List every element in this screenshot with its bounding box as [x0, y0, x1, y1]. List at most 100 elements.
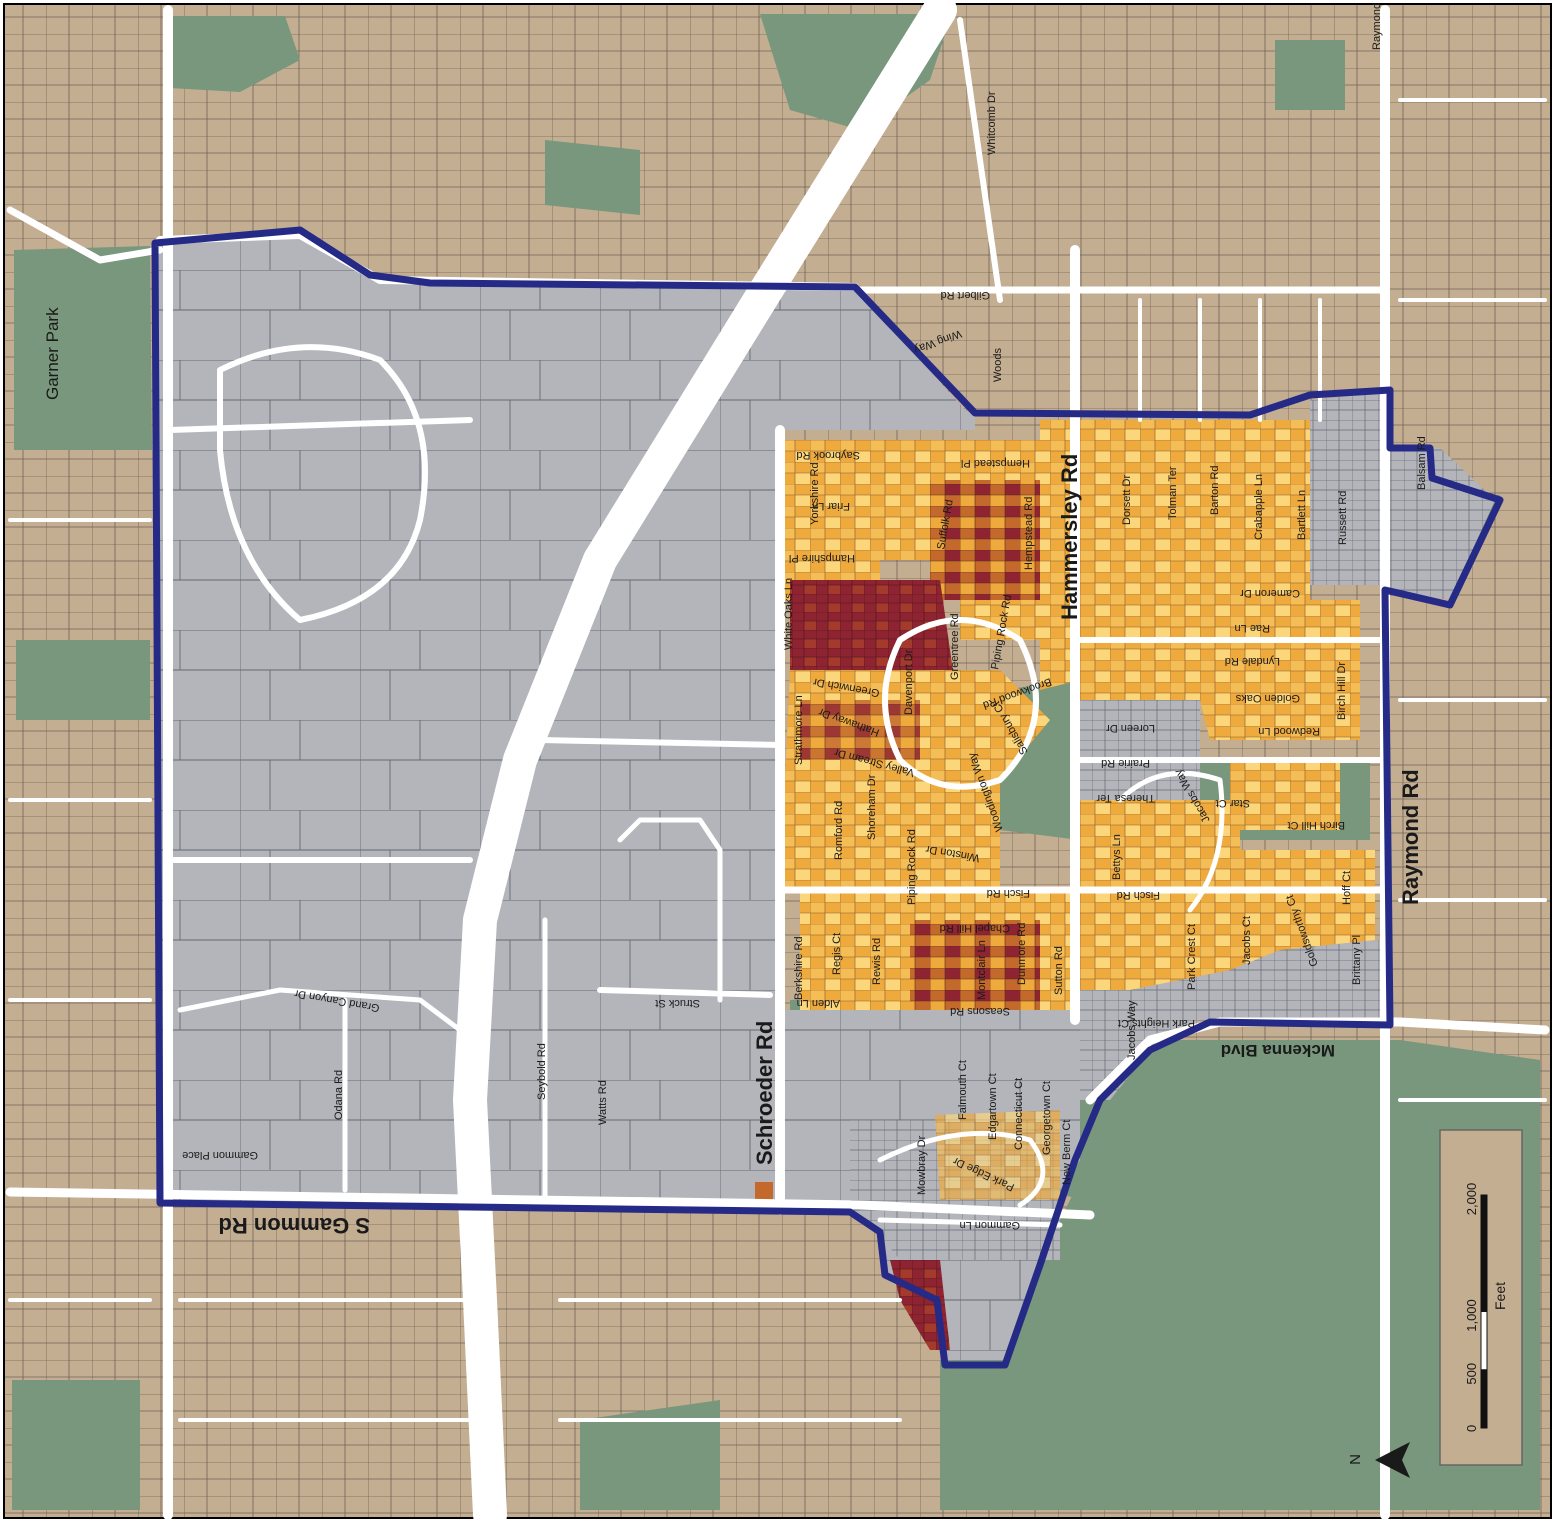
study-boundary — [151, 226, 1504, 1369]
study-area-small-parcels-e — [1390, 445, 1495, 600]
label-greentree: Greentree Rd — [949, 613, 961, 680]
label-cameron: Cameron Dr — [1240, 587, 1300, 599]
label-park-crest: Park Crest Ct — [1186, 924, 1198, 990]
road-gammon-ln — [877, 1217, 1063, 1228]
label-raymond: Raymond Rd — [1398, 769, 1423, 905]
label-struck: Struck St — [655, 997, 700, 1009]
label-mowbray: Mowbray Dr — [916, 1135, 928, 1195]
road-west-grid — [8, 518, 152, 1302]
park-south-mid — [580, 1400, 720, 1510]
lots-dark-west — [800, 700, 920, 760]
lots-dark-center — [930, 480, 1040, 600]
scale-tick-label: 2,000 — [1464, 1183, 1479, 1216]
road-mid-east — [537, 737, 783, 748]
label-fisch-e: Fisch Rd — [1117, 889, 1160, 901]
label-friar: Friar Ln — [812, 500, 850, 512]
label-new-berm: New Berm Ct — [1061, 1120, 1073, 1185]
label-crabapple: Crabapple Ln — [1253, 474, 1265, 540]
north-arrow-shape — [1375, 1442, 1410, 1478]
label-park-heights: Park Heights Ct — [1118, 1017, 1195, 1029]
label-whitcomb: Whitcomb Dr — [986, 91, 998, 155]
label-birch-hill-ct: Birch Hill Ct — [1288, 819, 1345, 831]
park-southwest — [12, 1380, 140, 1510]
road-grand-canyon — [177, 987, 463, 1033]
road-stuck — [597, 987, 773, 998]
hwy-beltline — [453, 0, 957, 1522]
label-hoff: Hoff Ct — [1341, 871, 1353, 905]
road-south-grid — [178, 1298, 902, 1422]
label-regis: Regis Ct — [831, 933, 843, 975]
label-rae: Rae Ln — [1235, 622, 1270, 634]
lots-orange-northeast — [1000, 420, 1360, 740]
label-gilbert: Gilbert Rd — [940, 289, 990, 301]
label-hampshire: Hampshire Pl — [789, 552, 855, 564]
label-connecticut: Connecticut Ct — [1013, 1078, 1025, 1150]
scale-bar-segment — [1480, 1194, 1488, 1312]
label-woods: Woods — [992, 347, 1004, 382]
classified-lots — [755, 420, 1375, 1350]
label-golden-oaks: Golden Oaks — [1235, 692, 1300, 704]
label-theresa: Theresa Ter — [1096, 792, 1155, 804]
label-star: Star Ct — [1216, 797, 1250, 809]
label-gammon-ln: Gammon Ln — [959, 1219, 1020, 1231]
label-seybold: Seybold Rd — [536, 1043, 548, 1100]
garner-park — [14, 246, 152, 450]
road-whitcomb — [957, 17, 1003, 303]
label-fisch: Fisch Rd — [987, 887, 1030, 899]
lots-orange-star — [1230, 760, 1340, 830]
label-raymond-top: Raymond — [1371, 3, 1383, 50]
label-bartlett: Bartlett Ln — [1296, 490, 1308, 540]
label-montclair: Montclair Ln — [976, 940, 988, 1000]
label-hammersley: Hammersley Rd — [1057, 454, 1082, 620]
north-arrow-label: N — [1346, 1454, 1363, 1465]
label-dunmore: Dunmore Rd — [1016, 923, 1028, 985]
label-falmouth: Falmouth Ct — [957, 1060, 969, 1120]
label-rewis: Rewis Rd — [871, 938, 883, 985]
label-romford: Romford Rd — [833, 801, 845, 860]
label-odana: Odana Rd — [333, 1070, 345, 1120]
scale-bar-segment — [1480, 1311, 1488, 1371]
label-birch-hill-dr: Birch Hill Dr — [1336, 662, 1348, 720]
scale-bar-segment — [1480, 1369, 1488, 1429]
label-alden: Alden Ln — [797, 997, 840, 1009]
label-jacobs-way: Jacobs Way — [1126, 1000, 1138, 1060]
label-chapel-hill: Chapel Hill Rd — [940, 922, 1010, 934]
label-hempstead-rd: Hempstead Rd — [1023, 497, 1035, 570]
park-whitcomb — [545, 140, 640, 215]
label-sutton: Sutton Rd — [1053, 946, 1065, 995]
road-watts — [617, 817, 723, 1003]
road-west-loop — [6, 206, 164, 264]
label-barton: Barton Rd — [1209, 465, 1221, 515]
label-lyndale: Lyndale Rd — [1225, 655, 1280, 667]
road-inner-circle — [882, 617, 1039, 790]
label-dorsett: Dorsett Dr — [1121, 475, 1133, 525]
label-seasons: Seasons Rd — [950, 1005, 1010, 1017]
label-lorraine: Loreen Dr — [1106, 722, 1155, 734]
label-white-oaks: White Oaks Ln — [783, 578, 795, 650]
label-brittany: Brittany Pl — [1351, 935, 1363, 985]
label-yorkshire: Yorkshire Rd — [809, 462, 821, 525]
label-prairie: Prairie Rd — [1101, 757, 1150, 769]
label-garner-park: Garner Park — [43, 307, 62, 400]
label-schroeder: Schroeder Rd — [752, 1021, 777, 1165]
lots-dark-south — [910, 920, 1040, 1010]
road-park-edge — [877, 1130, 1046, 1208]
label-berkshire: Berkshire Rd — [793, 936, 805, 1000]
label-davenport: Davenport Dr — [903, 649, 915, 715]
lot-schroeder-south — [755, 1182, 773, 1200]
road-east-grid — [1398, 98, 1547, 1102]
label-saybrook: Saybrook Rd — [796, 449, 860, 461]
roads — [5, 0, 1550, 1522]
park-north-center — [170, 16, 300, 92]
label-jacobs-ct: Jacobs Ct — [1241, 916, 1253, 965]
label-balsam: Balsam Rd — [1416, 436, 1428, 490]
park-northeast — [1275, 40, 1345, 110]
scale-tick-label: 500 — [1464, 1363, 1479, 1385]
label-watts: Watts Rd — [597, 1080, 609, 1125]
label-gammon-place: Gammon Place — [182, 1149, 258, 1161]
lots-orange-east — [1080, 800, 1375, 990]
road-curve-se — [1117, 770, 1225, 913]
